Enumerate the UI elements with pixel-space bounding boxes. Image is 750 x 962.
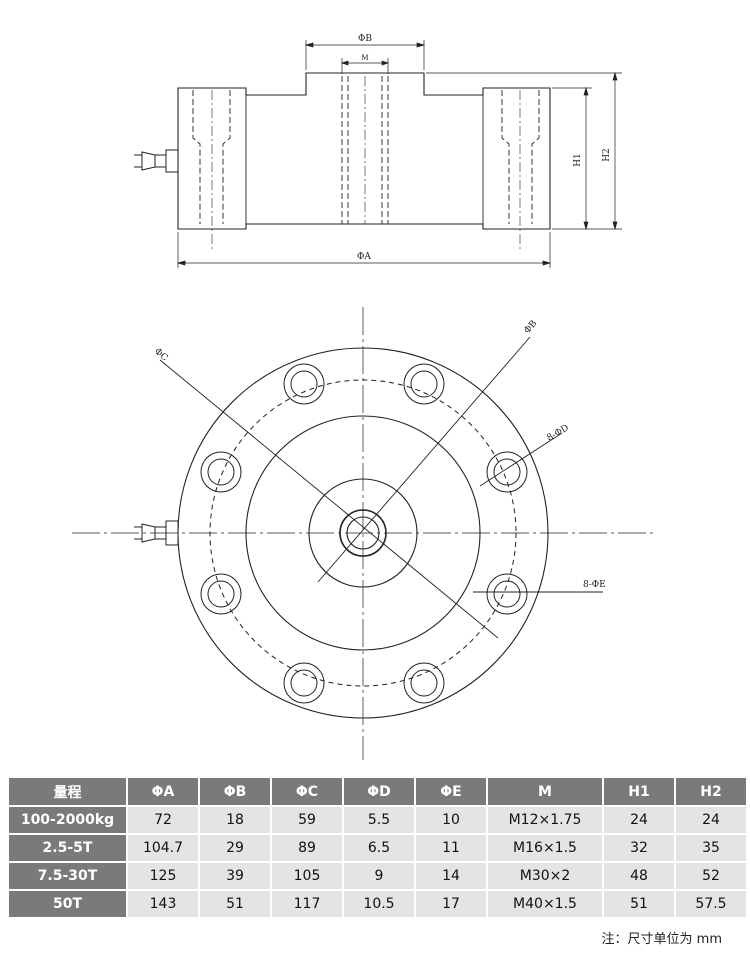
top-view-bore-inner — [346, 516, 380, 550]
dim-m-side — [340, 58, 390, 74]
table-cell: 57.5 — [676, 891, 746, 917]
table-cell: 14 — [416, 863, 486, 889]
table-cell: 17 — [416, 891, 486, 917]
dim-m-label: M — [361, 54, 368, 62]
top-view-hub-circle — [308, 478, 418, 588]
table-cell: 35 — [676, 835, 746, 861]
top-view — [72, 307, 655, 760]
table-cell: M40×1.5 — [488, 891, 602, 917]
table-cell: 117 — [272, 891, 342, 917]
header-phi-b: ΦB — [200, 778, 270, 805]
table-cell: M12×1.75 — [488, 807, 602, 833]
table-cell: 51 — [604, 891, 674, 917]
top-view-centerlines — [72, 307, 655, 760]
technical-drawing: ΦB M ΦA H1 H2 — [72, 34, 655, 760]
header-phi-e: ΦE — [416, 778, 486, 805]
table-cell: 89 — [272, 835, 342, 861]
dim-phi-a-label: ΦA — [357, 252, 371, 262]
top-view-cable-connector — [134, 520, 179, 546]
table-cell: 9 — [344, 863, 414, 889]
table-row: 7.5-30T 125 39 105 9 14 M30×2 48 52 — [9, 863, 746, 889]
table-cell: 2.5-5T — [9, 835, 126, 861]
mounting-hole — [200, 451, 242, 493]
table-row: 50T 143 51 117 10.5 17 M40×1.5 51 57.5 — [9, 891, 746, 917]
mounting-hole — [283, 363, 325, 405]
dim-phi-b-side — [304, 40, 426, 70]
table-row: 100-2000kg 72 18 59 5.5 10 M12×1.75 24 2… — [9, 807, 746, 833]
header-h1: H1 — [604, 778, 674, 805]
table-cell: M30×2 — [488, 863, 602, 889]
top-view-bore-outer — [339, 509, 387, 557]
table-cell: 29 — [200, 835, 270, 861]
side-view-center-bore — [341, 76, 389, 224]
side-view-cable-connector — [134, 149, 179, 173]
header-range: 量程 — [9, 778, 126, 805]
label-phi-e: 8-ΦE — [583, 580, 606, 590]
table-row: 2.5-5T 104.7 29 89 6.5 11 M16×1.5 32 35 — [9, 835, 746, 861]
side-view-inner-lines — [245, 95, 484, 224]
table-cell: 18 — [200, 807, 270, 833]
table-cell: 6.5 — [344, 835, 414, 861]
table-cell: 48 — [604, 863, 674, 889]
table-cell: 51 — [200, 891, 270, 917]
header-phi-d: ΦD — [344, 778, 414, 805]
mounting-hole — [403, 363, 445, 405]
table-header-row: 量程 ΦA ΦB ΦC ΦD ΦE M H1 H2 — [9, 778, 746, 805]
side-view-right-hole — [501, 90, 540, 250]
header-m: M — [488, 778, 602, 805]
header-h2: H2 — [676, 778, 746, 805]
table-cell: 59 — [272, 807, 342, 833]
side-view-left-hole — [192, 90, 231, 250]
header-phi-c: ΦC — [272, 778, 342, 805]
label-phi-d: 8-ΦD — [546, 423, 571, 443]
table-cell: 100-2000kg — [9, 807, 126, 833]
unit-note: 注：尺寸单位为 mm — [601, 932, 722, 947]
table-cell: 125 — [128, 863, 198, 889]
table-cell: 11 — [416, 835, 486, 861]
dim-phi-b-label: ΦB — [358, 34, 372, 44]
dim-phi-a-side — [176, 232, 552, 268]
top-view-mounting-holes — [200, 363, 528, 704]
mounting-hole — [403, 662, 445, 704]
dim-h1-label: H1 — [573, 153, 583, 167]
dim-h2-label: H2 — [602, 148, 612, 162]
top-view-leader-lines — [159, 336, 603, 639]
mounting-hole — [283, 662, 325, 704]
label-phi-c: ΦC — [152, 347, 169, 364]
top-view-boss-circle — [245, 415, 481, 651]
top-view-bolt-circle — [209, 379, 517, 687]
mounting-hole — [486, 573, 528, 615]
table-cell: 50T — [9, 891, 126, 917]
table-cell: 32 — [604, 835, 674, 861]
header-phi-a: ΦA — [128, 778, 198, 805]
mounting-hole — [200, 573, 242, 615]
mounting-hole — [486, 451, 528, 493]
side-view — [134, 40, 622, 268]
dim-h-side — [426, 71, 622, 231]
table-cell: 24 — [604, 807, 674, 833]
table-cell: 39 — [200, 863, 270, 889]
table-cell: 105 — [272, 863, 342, 889]
table-cell: 24 — [676, 807, 746, 833]
table-cell: 5.5 — [344, 807, 414, 833]
table-cell: M16×1.5 — [488, 835, 602, 861]
table-cell: 7.5-30T — [9, 863, 126, 889]
spec-table: 量程 ΦA ΦB ΦC ΦD ΦE M H1 H2 100-2000kg 72 … — [7, 776, 748, 919]
label-phi-b: ΦB — [523, 318, 540, 335]
table-cell: 10 — [416, 807, 486, 833]
table-cell: 72 — [128, 807, 198, 833]
side-view-body-outline — [177, 72, 551, 230]
table-cell: 104.7 — [128, 835, 198, 861]
table-cell: 143 — [128, 891, 198, 917]
table-cell: 10.5 — [344, 891, 414, 917]
table-cell: 52 — [676, 863, 746, 889]
